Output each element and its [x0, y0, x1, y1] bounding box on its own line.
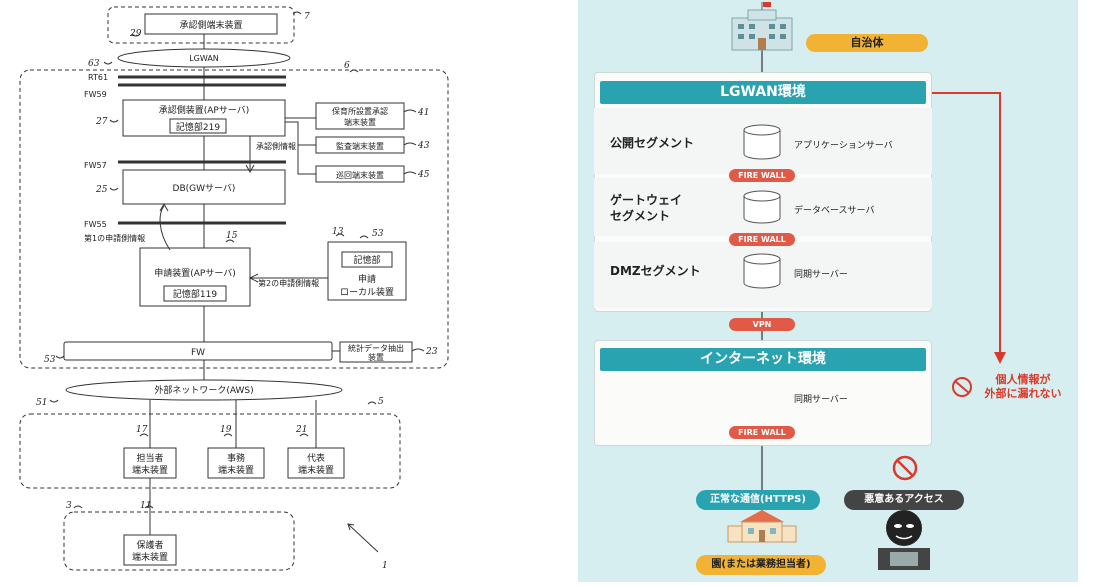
no-leak-line-2: 外部に漏れない: [984, 387, 1062, 400]
ref-25: 25: [95, 185, 108, 195]
guardian-terminal-label-1: 保護者: [136, 539, 163, 551]
ref-51: 51: [36, 398, 47, 408]
nursery-terminal-label-2: 端末装置: [344, 117, 376, 127]
rt61-label: RT61: [88, 73, 108, 82]
ref-3: 3: [66, 501, 72, 511]
fw55-label: FW55: [84, 220, 107, 229]
local-device-label-2: ローカル装置: [340, 286, 394, 298]
ref-29: 29: [129, 29, 142, 39]
segment-label-dmz: DMZセグメント: [610, 264, 701, 278]
guardian-terminal-label-2: 端末装置: [132, 551, 168, 563]
connector-lines: [727, 2, 1006, 570]
office-terminal-label-2: 端末装置: [218, 464, 254, 476]
patent-diagram: 承認側端末装置 LGWAN RT61 FW59 承認側装置(APサーバ) 記憶部…: [19, 6, 449, 571]
no-leak-note: 個人情報が 外部に漏れない: [978, 373, 1068, 401]
firewall-badge-3: FIRE WALL: [729, 426, 795, 439]
local-device-label-1: 申請: [358, 273, 376, 285]
network-diagram: 自治体 LGWAN環境 公開セグメント ゲートウェイ セグメント DMZセグメン…: [578, 0, 1078, 582]
ref-6: 6: [344, 61, 350, 71]
internet-server-label: 同期サーバー: [794, 395, 848, 405]
hacker-icon: [878, 510, 930, 570]
lgwan-env-bar: LGWAN環境: [600, 81, 926, 104]
audit-terminal-label: 監査端末装置: [336, 141, 384, 151]
ref-13: 13: [332, 227, 344, 237]
ref-17: 17: [136, 425, 148, 435]
db-label: DB(GWサーバ): [173, 183, 236, 194]
ref-5: 5: [378, 397, 384, 407]
stats-label-1: 統計データ抽出: [348, 343, 404, 353]
ref-11: 11: [140, 501, 151, 511]
external-network-label: 外部ネットワーク(AWS): [154, 384, 253, 396]
patent-diagram-svg: 承認側端末装置 LGWAN RT61 FW59 承認側装置(APサーバ) 記憶部…: [19, 6, 449, 571]
ref-15: 15: [226, 231, 238, 241]
database-cylinder-icon: [743, 190, 781, 224]
normal-comm-badge: 正常な通信(HTTPS): [696, 490, 820, 510]
ref-19: 19: [220, 425, 232, 435]
fw-label: FW: [191, 348, 205, 358]
rep-terminal-label-1: 代表: [307, 452, 325, 464]
fw57-label: FW57: [84, 161, 107, 170]
ref-53: 53: [44, 355, 56, 365]
internet-env-bar: インターネット環境: [600, 348, 926, 371]
application-server-label: 申請装置(APサーバ): [154, 267, 236, 279]
kindergarten-badge: 園(または業務担当者): [696, 555, 826, 575]
ref-23: 23: [425, 347, 438, 357]
ref-27: 27: [95, 117, 108, 127]
ref-43: 43: [417, 141, 430, 151]
database-cylinder-icon: [743, 124, 781, 160]
ref-1: 1: [382, 561, 388, 571]
firewall-badge-1: FIRE WALL: [729, 169, 795, 182]
firewall-badge-2: FIRE WALL: [729, 233, 795, 246]
ref-63: 63: [88, 59, 100, 69]
database-cylinder-icon: [743, 253, 781, 289]
malicious-prohibition-icon: [892, 455, 918, 481]
rep-terminal-label-2: 端末装置: [298, 464, 334, 476]
server-label-app: アプリケーションサーバ: [794, 141, 893, 151]
server-label-db: データベースサーバ: [794, 206, 875, 216]
ref-53a: 53: [372, 229, 384, 239]
lgwan-label: LGWAN: [189, 54, 219, 63]
no-leak-line-1: 個人情報が: [995, 373, 1051, 386]
server-label-sync: 同期サーバー: [794, 270, 848, 280]
fw59-label: FW59: [84, 90, 107, 99]
stats-label-2: 装置: [368, 352, 384, 362]
ref-45: 45: [417, 170, 430, 180]
kindergarten-icon: [727, 510, 797, 543]
segment-label-gateway-1: ゲートウェイ: [610, 193, 683, 207]
storage-119-label: 記憶部119: [173, 288, 217, 300]
segment-label-public: 公開セグメント: [610, 136, 695, 150]
municipality-building-icon: [731, 2, 793, 51]
municipality-badge: 自治体: [806, 34, 928, 52]
vpn-badge: VPN: [729, 318, 795, 331]
approval-server-label: 承認側装置(APサーバ): [159, 104, 250, 116]
nursery-terminal-label-1: 保育所設置承認: [332, 106, 388, 116]
ref-7: 7: [304, 12, 310, 22]
staff-terminal-label-1: 担当者: [136, 452, 163, 464]
ref-21: 21: [295, 425, 307, 435]
no-leak-prohibition-icon: [952, 377, 972, 397]
server-cylinders: [743, 124, 781, 415]
storage-219-label: 記憶部219: [176, 121, 220, 133]
approval-info-label: 承認側情報: [256, 141, 296, 151]
first-app-info-label: 第1の申請側情報: [84, 233, 145, 243]
segment-label-gateway-2: セグメント: [610, 209, 671, 223]
ref-41: 41: [417, 108, 429, 118]
storage-unit-label: 記憶部: [353, 254, 380, 266]
malicious-access-badge: 悪意あるアクセス: [844, 490, 964, 510]
patrol-terminal-label: 巡回端末装置: [336, 170, 384, 180]
office-terminal-label-1: 事務: [227, 452, 245, 464]
second-app-info-label: 第2の申請側情報: [258, 278, 319, 288]
approver-terminal-label: 承認側端末装置: [179, 19, 242, 31]
staff-terminal-label-2: 端末装置: [132, 464, 168, 476]
